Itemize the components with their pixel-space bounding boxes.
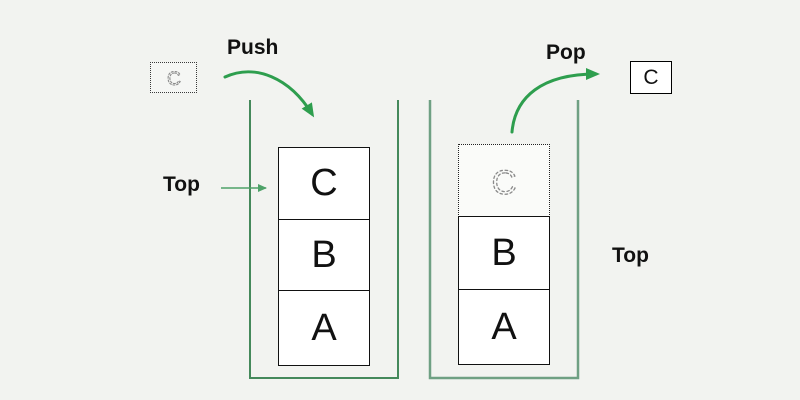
push-arrow-icon bbox=[223, 70, 315, 118]
top-label-right: Top bbox=[612, 244, 649, 267]
stack-item: A bbox=[458, 289, 550, 365]
stack-item: A bbox=[278, 290, 370, 366]
ghost-letter-icon: C bbox=[166, 68, 181, 90]
stack-item-letter: A bbox=[491, 305, 517, 348]
pop-label: Pop bbox=[546, 41, 586, 64]
left-stack: C B A bbox=[278, 147, 370, 366]
pop-result-letter: C bbox=[643, 65, 659, 89]
popped-slot-box: C bbox=[458, 144, 550, 217]
ghost-letter-icon: C bbox=[491, 163, 517, 202]
pop-arrow-icon bbox=[510, 68, 600, 134]
stack-item-letter: B bbox=[491, 231, 517, 274]
push-label: Push bbox=[227, 36, 279, 59]
right-stack: C B A bbox=[458, 144, 550, 365]
right-stack-container-outline bbox=[428, 100, 580, 380]
push-operand-box: C bbox=[150, 62, 197, 93]
ghost-item-letter: C bbox=[492, 164, 517, 202]
stack-item-letter: A bbox=[311, 306, 337, 349]
stack-item-letter: B bbox=[311, 233, 337, 276]
push-operand-letter: C bbox=[167, 69, 181, 90]
top-label-left: Top bbox=[163, 173, 200, 196]
stack-item-letter: C bbox=[310, 162, 338, 204]
stack-item: B bbox=[278, 218, 370, 292]
stack-item: C bbox=[278, 147, 370, 220]
pop-result-box: C bbox=[630, 61, 672, 94]
stack-item: B bbox=[458, 215, 550, 291]
left-stack-container-outline bbox=[249, 100, 399, 379]
